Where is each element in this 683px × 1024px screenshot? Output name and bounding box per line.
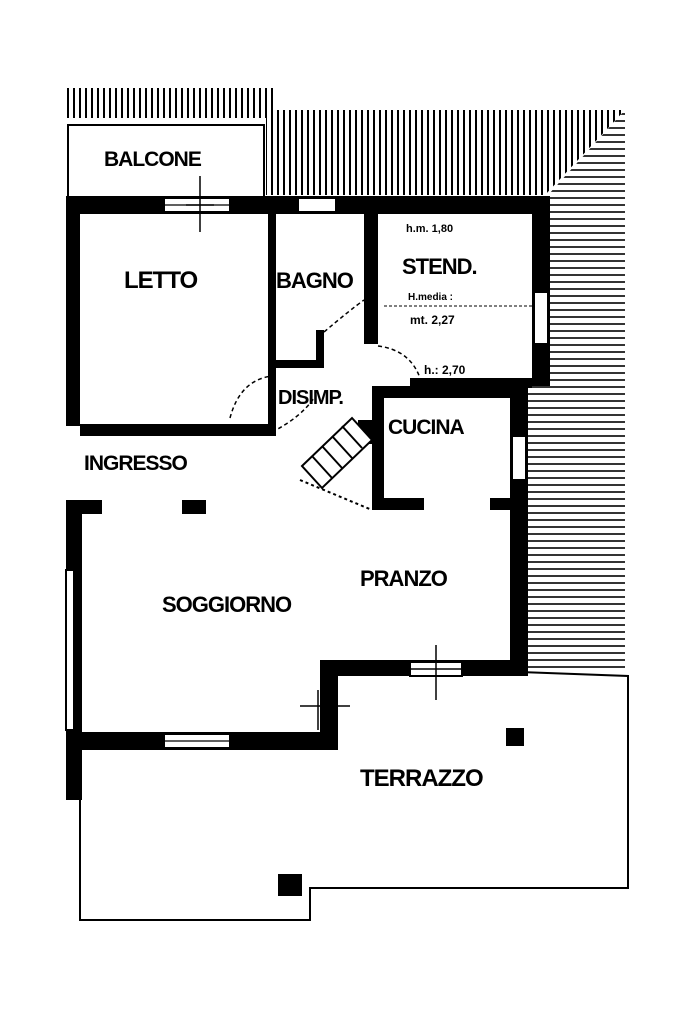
stend-h-max: h.: 2,70 xyxy=(424,363,466,377)
label-ingresso: INGRESSO xyxy=(84,452,188,475)
label-soggiorno: SOGGIORNO xyxy=(162,592,292,617)
stend-h-media-2: mt. 2,27 xyxy=(410,313,455,327)
interior-walls xyxy=(80,214,532,510)
door-swings xyxy=(229,299,421,433)
terrazzo-outline xyxy=(79,671,629,921)
label-pranzo: PRANZO xyxy=(360,566,448,591)
staircase xyxy=(299,416,374,511)
terrazzo-pillar-2 xyxy=(278,874,302,896)
label-stend: STEND. xyxy=(402,254,477,279)
label-terrazzo: TERRAZZO xyxy=(360,765,483,792)
terrazzo-post xyxy=(66,782,78,800)
label-cucina: CUCINA xyxy=(388,416,464,439)
label-balcone: BALCONE xyxy=(104,148,202,171)
stend-h-min: h.m. 1,80 xyxy=(406,223,453,235)
label-disimp: DISIMP. xyxy=(278,387,343,409)
window-crosses xyxy=(186,176,462,730)
stend-h-media-1: H.media : xyxy=(408,292,453,303)
terrazzo-pillar xyxy=(506,728,524,746)
roof-hatch-top xyxy=(66,88,625,195)
label-letto: LETTO xyxy=(124,267,198,294)
label-bagno: BAGNO xyxy=(276,268,354,293)
